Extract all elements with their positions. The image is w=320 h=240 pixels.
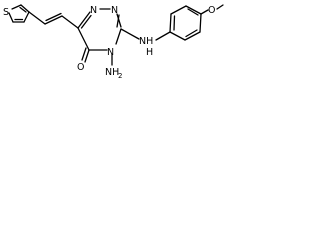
anilino-nh-label: NH <box>139 36 153 47</box>
triazine-n2-label: N <box>111 5 118 16</box>
chemical-structure: S N N N NH H O O NH 2 <box>3 4 224 80</box>
triazine-n4-label: N <box>107 47 114 58</box>
anilino-h-label: H <box>146 47 153 58</box>
atom-labels: S N N N NH H O O NH 2 <box>3 5 215 80</box>
triazine-n1-label: N <box>90 5 97 16</box>
amino-nh2-label: NH <box>105 67 119 78</box>
anilino-linker <box>120 28 171 41</box>
thiophene-ring <box>8 4 30 23</box>
methoxyphenyl-ring <box>169 5 202 41</box>
methoxy-group <box>200 4 224 15</box>
carbonyl-oxygen-label: O <box>77 62 84 73</box>
amino-nh2-subscript: 2 <box>118 72 122 80</box>
thiophene-sulfur-label: S <box>3 7 9 18</box>
methoxy-oxygen-label: O <box>208 5 215 16</box>
triazinone-ring <box>77 8 122 51</box>
carbonyl-group <box>81 47 90 63</box>
vinyl-linker <box>28 11 79 29</box>
